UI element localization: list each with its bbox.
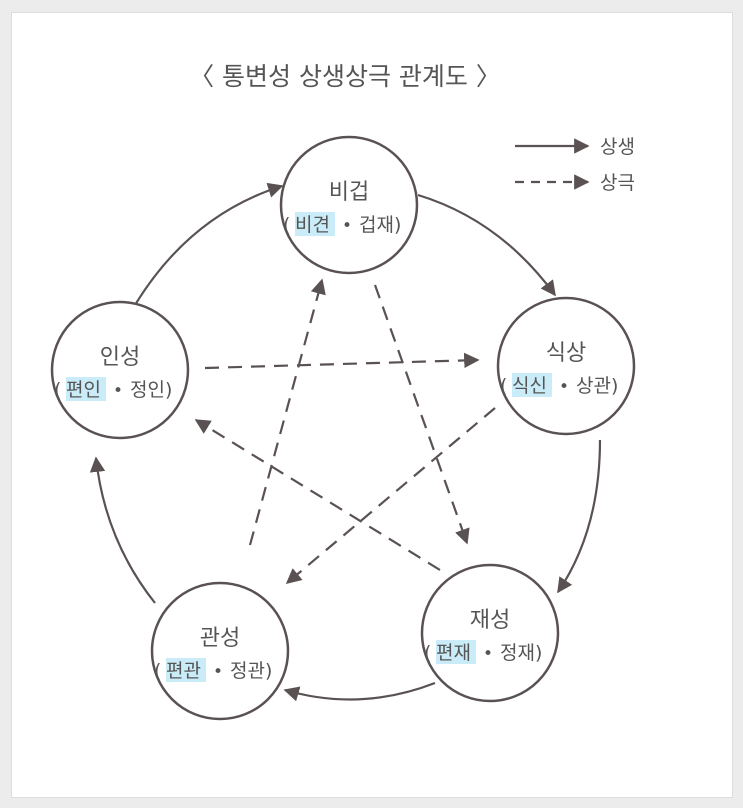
node-circle: [420, 563, 560, 703]
arrow-inseong-to-siksang: [204, 352, 480, 370]
highlight-mark: [436, 640, 476, 664]
node-circle: [150, 581, 290, 721]
highlighted-term: 식신: [512, 375, 547, 397]
highlight-mark: [66, 377, 106, 401]
arrow-jaeseong-to-gwanseong: [283, 681, 436, 702]
node-siksang: 식상 (식신 • 상관): [496, 296, 636, 436]
highlighted-term: 비견: [295, 214, 330, 236]
node-gwanseong: 관성 (편관 • 정관): [150, 581, 290, 721]
node-circle: [496, 296, 636, 436]
legend-solid-label: 상생: [600, 136, 635, 158]
secondary-term: 겁재): [359, 214, 401, 236]
paren-open: (: [500, 375, 507, 397]
highlight-mark: [295, 212, 335, 236]
highlighted-term: 편재: [436, 642, 471, 664]
node-name: 관성: [200, 626, 240, 651]
highlight-mark: [166, 658, 206, 682]
separator-dot: •: [113, 381, 123, 401]
node-bigeop: 비겁 (비견 • 겁재): [279, 135, 419, 275]
separator-dot: •: [559, 377, 569, 397]
arrow-bigeop-to-jaeseong: [373, 284, 470, 545]
separator-dot: •: [483, 644, 493, 664]
arrow-gwanseong-to-bigeop: [248, 278, 326, 546]
node-name: 재성: [470, 608, 510, 633]
arrow-gwanseong-to-inseong: [89, 456, 156, 604]
arrow-siksang-to-jaeseong: [557, 439, 602, 594]
node-name: 비겁: [329, 180, 369, 205]
node-name: 식상: [546, 341, 586, 366]
node-inseong: 인성 (편인 • 정인): [50, 300, 190, 440]
paren-open: (: [283, 214, 290, 236]
paren-open: (: [154, 660, 161, 682]
legend: 상생 상극: [515, 136, 635, 194]
separator-dot: •: [213, 662, 223, 682]
arrow-inseong-to-bigeop: [134, 182, 284, 306]
arrow-jaeseong-to-inseong: [194, 419, 441, 571]
highlighted-term: 편인: [66, 379, 101, 401]
legend-dashed-label: 상극: [600, 172, 635, 194]
highlighted-term: 편관: [166, 660, 201, 682]
secondary-term: 정인): [130, 379, 172, 401]
arrow-bigeop-to-siksang: [417, 193, 556, 297]
paren-open: (: [424, 642, 431, 664]
separator-dot: •: [342, 216, 352, 236]
node-circle: [50, 300, 190, 440]
secondary-term: 정재): [500, 642, 542, 664]
node-jaeseong: 재성 (편재 • 정재): [420, 563, 560, 703]
diagram-title: 〈 통변성 상생상극 관계도 〉: [189, 62, 501, 91]
paren-open: (: [54, 379, 61, 401]
highlight-mark: [512, 373, 552, 397]
secondary-term: 상관): [576, 375, 618, 397]
node-name: 인성: [100, 345, 140, 370]
node-circle: [279, 135, 419, 275]
secondary-term: 정관): [230, 660, 272, 682]
